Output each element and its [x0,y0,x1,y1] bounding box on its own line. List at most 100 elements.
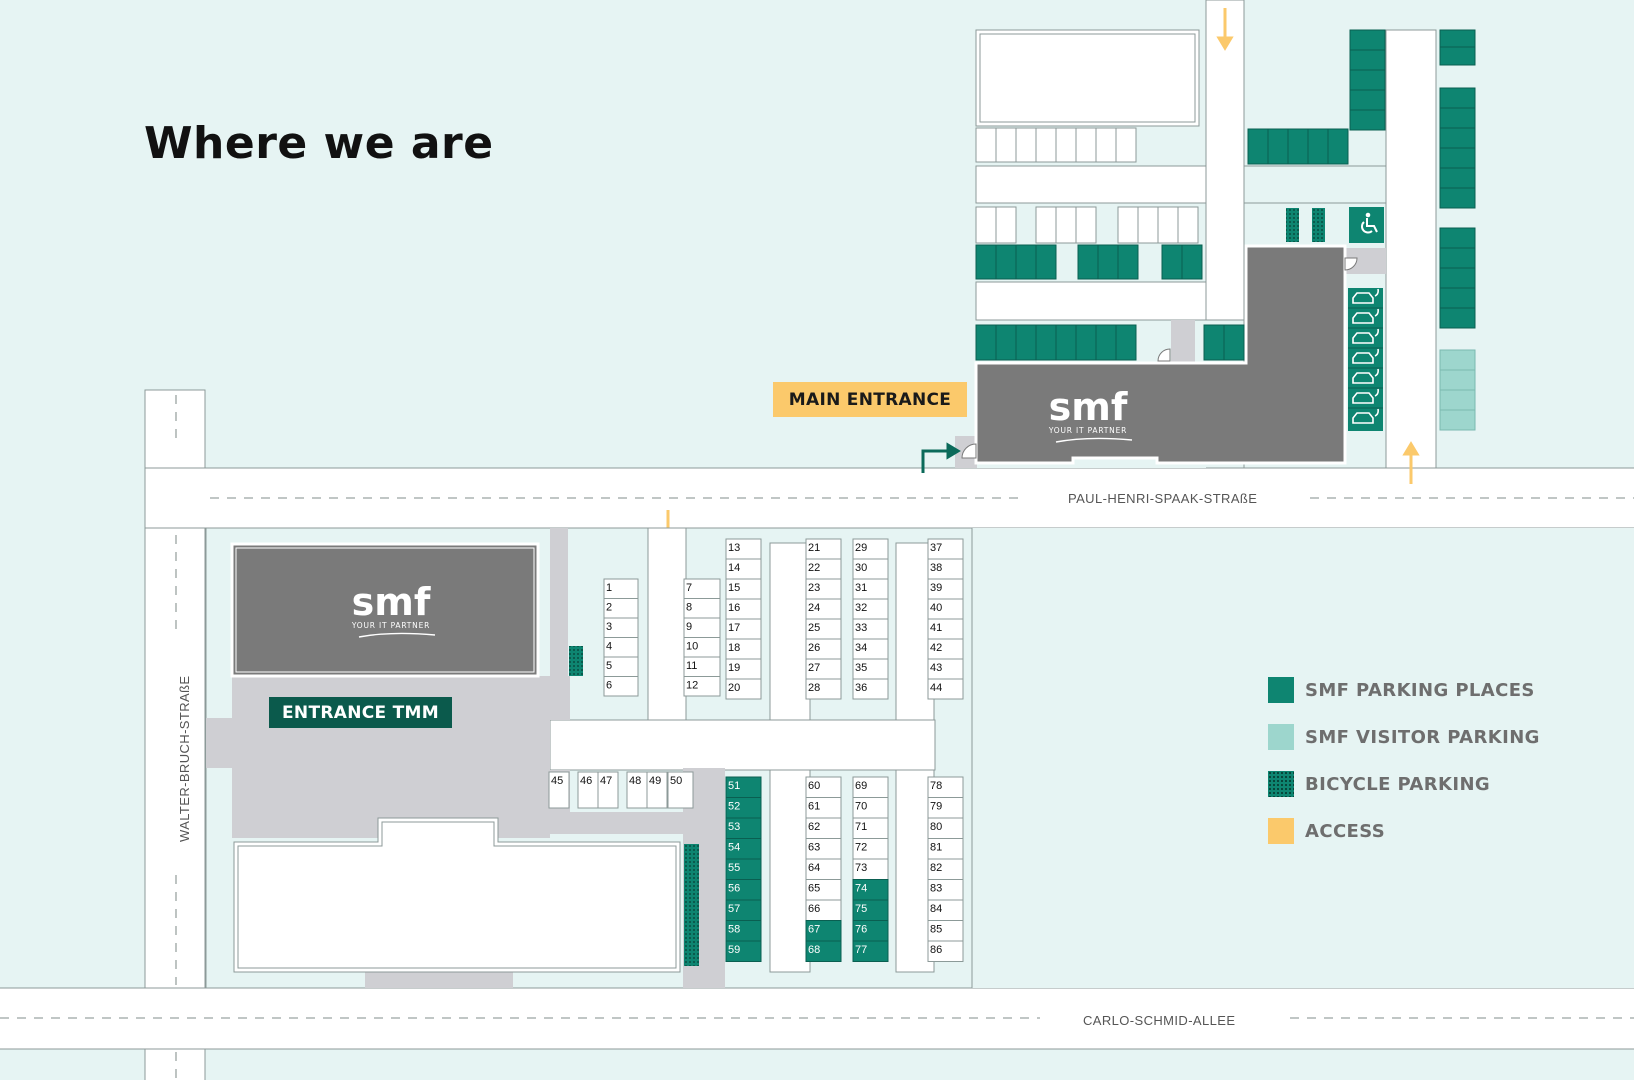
parking-slot-number: 58 [728,924,740,936]
parking-slot-number: 15 [728,582,740,594]
parking-slot-number: 69 [855,780,867,792]
parking-slot-number: 4 [606,641,612,653]
parking-slot-number: 17 [728,622,740,634]
svg-text:YOUR IT PARTNER: YOUR IT PARTNER [351,621,430,630]
parking-slot [927,678,964,700]
parking-slot [852,678,889,700]
parking-slot-number: 41 [930,622,942,634]
parking-slot-number: 74 [855,883,867,895]
page-title: Where we are [144,118,494,169]
legend-label: SMF PARKING PLACES [1305,679,1535,701]
parking-slot-number: 51 [728,780,740,792]
north-building-white [975,29,1200,127]
parking-slot [927,940,964,962]
north-lane-mid [975,281,1247,321]
legend-swatch [1268,677,1294,703]
parking-slot-number: 43 [930,662,942,674]
ev-charging-parking [1348,288,1383,431]
parking-slot-number: 21 [808,542,820,554]
bicycle-parking-north [1286,208,1325,242]
legend-item: SMF VISITOR PARKING [1268,724,1540,750]
ev-car-icon [1352,288,1379,424]
parking-slot-number: 37 [930,542,942,554]
parking-slot-number: 76 [855,924,867,936]
parking-slot-number: 5 [606,660,612,672]
parking-slot [603,676,639,697]
smf-parking-slot [852,940,889,962]
smf-visitor-parking [1439,349,1476,431]
parking-slot-number: 30 [855,562,867,574]
parking-slot-number: 44 [930,682,942,694]
parking-slot [667,771,694,809]
parking-slot-number: 31 [855,582,867,594]
parking-slot-number: 68 [808,944,820,956]
parking-slot-number: 9 [686,621,692,633]
parking-slot [646,771,668,809]
parking-slot-number: 8 [686,602,692,614]
map-legend: SMF PARKING PLACES SMF VISITOR PARKING B… [1268,677,1540,865]
street-walter-bruch: WALTER-BRUCH-STRAßE [177,675,192,843]
parking-slot-number: 52 [728,801,740,813]
parking-slot-number: 55 [728,862,740,874]
legend-item: SMF PARKING PLACES [1268,677,1540,703]
bicycle-parking-south [569,646,699,966]
parking-slot-number: 25 [808,622,820,634]
parking-slot-number: 67 [808,924,820,936]
legend-item: ACCESS [1268,818,1540,844]
parking-slot-number: 60 [808,780,820,792]
parking-slot-number: 42 [930,642,942,654]
svg-text:YOUR IT PARTNER: YOUR IT PARTNER [1048,426,1127,435]
parking-slot-number: 81 [930,842,942,854]
parking-slot-number: 18 [728,642,740,654]
parking-slot-number: 27 [808,662,820,674]
parking-slot-number: 78 [930,780,942,792]
svg-text:smf: smf [352,580,431,624]
street-paul-henri-spaak: PAUL-HENRI-SPAAK-STRAßE [1068,491,1258,506]
parking-slot-number: 65 [808,883,820,895]
parking-slot-number: 7 [686,582,692,594]
parking-slot-number: 6 [606,680,612,692]
parking-slot-number: 75 [855,903,867,915]
main-entrance-arrow-icon [921,442,961,473]
parking-slot-number: 3 [606,621,612,633]
parking-slot-number: 10 [686,641,698,653]
parking-slot-number: 59 [728,944,740,956]
parking-slot-number: 73 [855,862,867,874]
parking-slot-number: 29 [855,542,867,554]
parking-slot-number: 49 [649,775,661,787]
parking-slot [597,771,619,809]
smf-parking-north [975,29,1476,361]
parking-slot-number: 1 [606,582,612,594]
parking-slot-number: 71 [855,821,867,833]
north-driveway [1205,0,1245,321]
parking-slot-number: 40 [930,602,942,614]
north-paved [955,248,1386,468]
south-building-white [233,817,681,973]
road-dashes [0,395,1634,1080]
parking-slot-number: 48 [629,775,641,787]
parking-slot-number: 72 [855,842,867,854]
parking-slot-number: 83 [930,883,942,895]
south-lanes [549,527,936,973]
smf-logo-tmm: smf YOUR IT PARTNER [351,580,436,638]
parking-slot-number: 61 [808,801,820,813]
parking-slot-number: 33 [855,622,867,634]
street-carlo-schmid: CARLO-SCHMID-ALLEE [1083,1013,1236,1028]
parking-slot-number: 28 [808,682,820,694]
legend-label: ACCESS [1305,820,1386,842]
smf-parking-slot [805,940,842,962]
parking-slot-number: 53 [728,821,740,833]
parking-slot-number: 20 [728,682,740,694]
parking-slot-number: 56 [728,883,740,895]
parking-slot-number: 84 [930,903,942,915]
parking-slot [548,771,570,809]
parking-slot-number: 2 [606,602,612,614]
parking-slot-number: 70 [855,801,867,813]
parking-slot-number: 79 [930,801,942,813]
legend-swatch [1268,724,1294,750]
parking-slot-number: 14 [728,562,740,574]
parking-slot-number: 85 [930,924,942,936]
parking-slot-number: 13 [728,542,740,554]
legend-swatch [1268,818,1294,844]
numbered-parking-slots: 1234567891011121314151617181920212223242… [548,538,964,962]
